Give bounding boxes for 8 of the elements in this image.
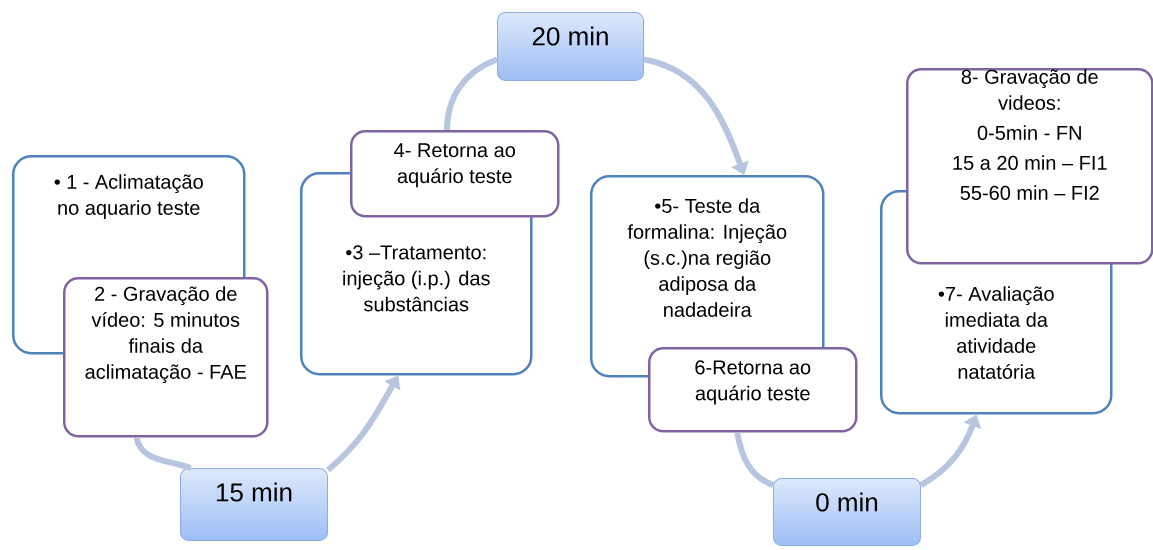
time-box: 15 min [180, 468, 328, 541]
time-box: 0 min [773, 478, 921, 546]
step-box: 4- Retorna ao aquário teste [350, 130, 560, 218]
time-box: 20 min [497, 12, 644, 81]
arrow [643, 56, 749, 175]
step-box: 8- Gravação de videos: 0-5min - FN 15 a 20 min – FI1 55-60 min – FI2 [906, 68, 1153, 265]
step-box: 6-Retorna ao aquário teste [648, 347, 858, 433]
step-box: 2 - Gravação de vídeo: 5 minutos finais da aclimatação - FAE [63, 277, 269, 438]
